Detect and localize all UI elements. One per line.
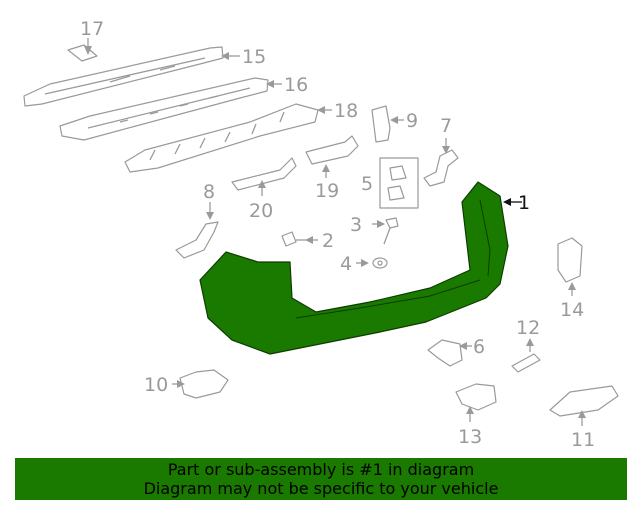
- part-10-bracket[interactable]: [172, 369, 229, 399]
- part-8-bracket[interactable]: [175, 202, 219, 259]
- part-6-bracket[interactable]: [427, 339, 472, 367]
- callout-17: 17: [80, 18, 104, 40]
- part-2-clip[interactable]: [281, 231, 318, 247]
- callout-5: 5: [361, 173, 373, 195]
- callout-8: 8: [203, 181, 215, 203]
- callout-2: 2: [322, 230, 334, 252]
- callout-4: 4: [340, 253, 352, 275]
- callout-6: 6: [473, 336, 485, 358]
- callout-14: 14: [560, 299, 584, 321]
- part-9-clip[interactable]: [371, 105, 404, 143]
- info-banner: Part or sub-assembly is #1 in diagram Di…: [15, 458, 627, 500]
- banner-line-1: Part or sub-assembly is #1 in diagram: [167, 460, 475, 479]
- callout-20: 20: [249, 200, 273, 222]
- callout-11: 11: [571, 429, 595, 451]
- part-16-absorber[interactable]: [59, 77, 282, 141]
- banner-line-2: Diagram may not be specific to your vehi…: [143, 479, 499, 498]
- part-18-absorber[interactable]: [124, 103, 332, 173]
- part-5-clip-set[interactable]: [379, 157, 419, 209]
- part-12-reflector[interactable]: [511, 338, 541, 373]
- part-13-bracket[interactable]: [455, 383, 497, 422]
- callout-7: 7: [440, 115, 452, 137]
- callout-15: 15: [242, 46, 266, 68]
- part-14-side-bracket[interactable]: [557, 237, 583, 296]
- part-17-bracket[interactable]: [67, 38, 98, 62]
- part-3-screw[interactable]: [372, 217, 399, 245]
- part-4-nut[interactable]: [356, 257, 388, 269]
- callout-10: 10: [144, 374, 168, 396]
- part-20-bracket[interactable]: [231, 157, 297, 196]
- callout-1: 1: [518, 192, 530, 214]
- callout-3: 3: [350, 214, 362, 236]
- callout-9: 9: [406, 110, 418, 132]
- part-19-bracket[interactable]: [305, 135, 359, 178]
- callout-19: 19: [315, 180, 339, 202]
- callout-18: 18: [334, 100, 358, 122]
- part-7-bracket[interactable]: [423, 138, 459, 187]
- callout-13: 13: [458, 426, 482, 448]
- callout-16: 16: [284, 74, 308, 96]
- part-15-reinforcement[interactable]: [23, 46, 240, 107]
- part-11-garnish[interactable]: [549, 385, 619, 426]
- callout-12: 12: [516, 317, 540, 339]
- part-1-bumper-cover[interactable]: [199, 181, 522, 355]
